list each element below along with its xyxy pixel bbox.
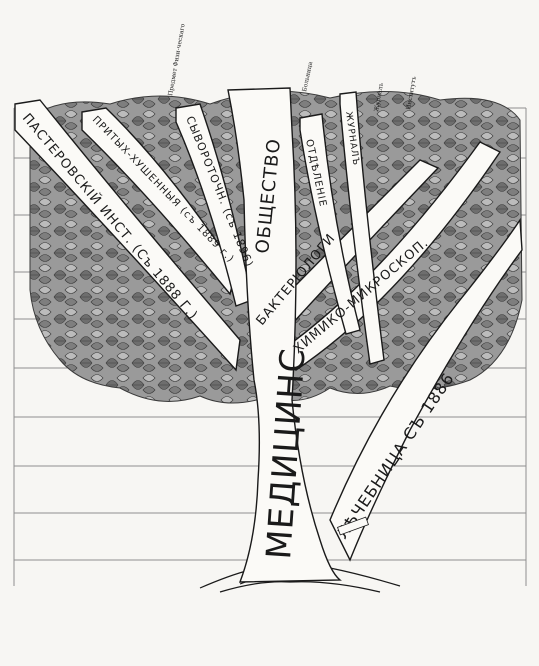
top-label-bolnitsa: Больница [301,61,314,93]
top-label-fiz: Предмет Физи-ческаго [167,23,187,96]
